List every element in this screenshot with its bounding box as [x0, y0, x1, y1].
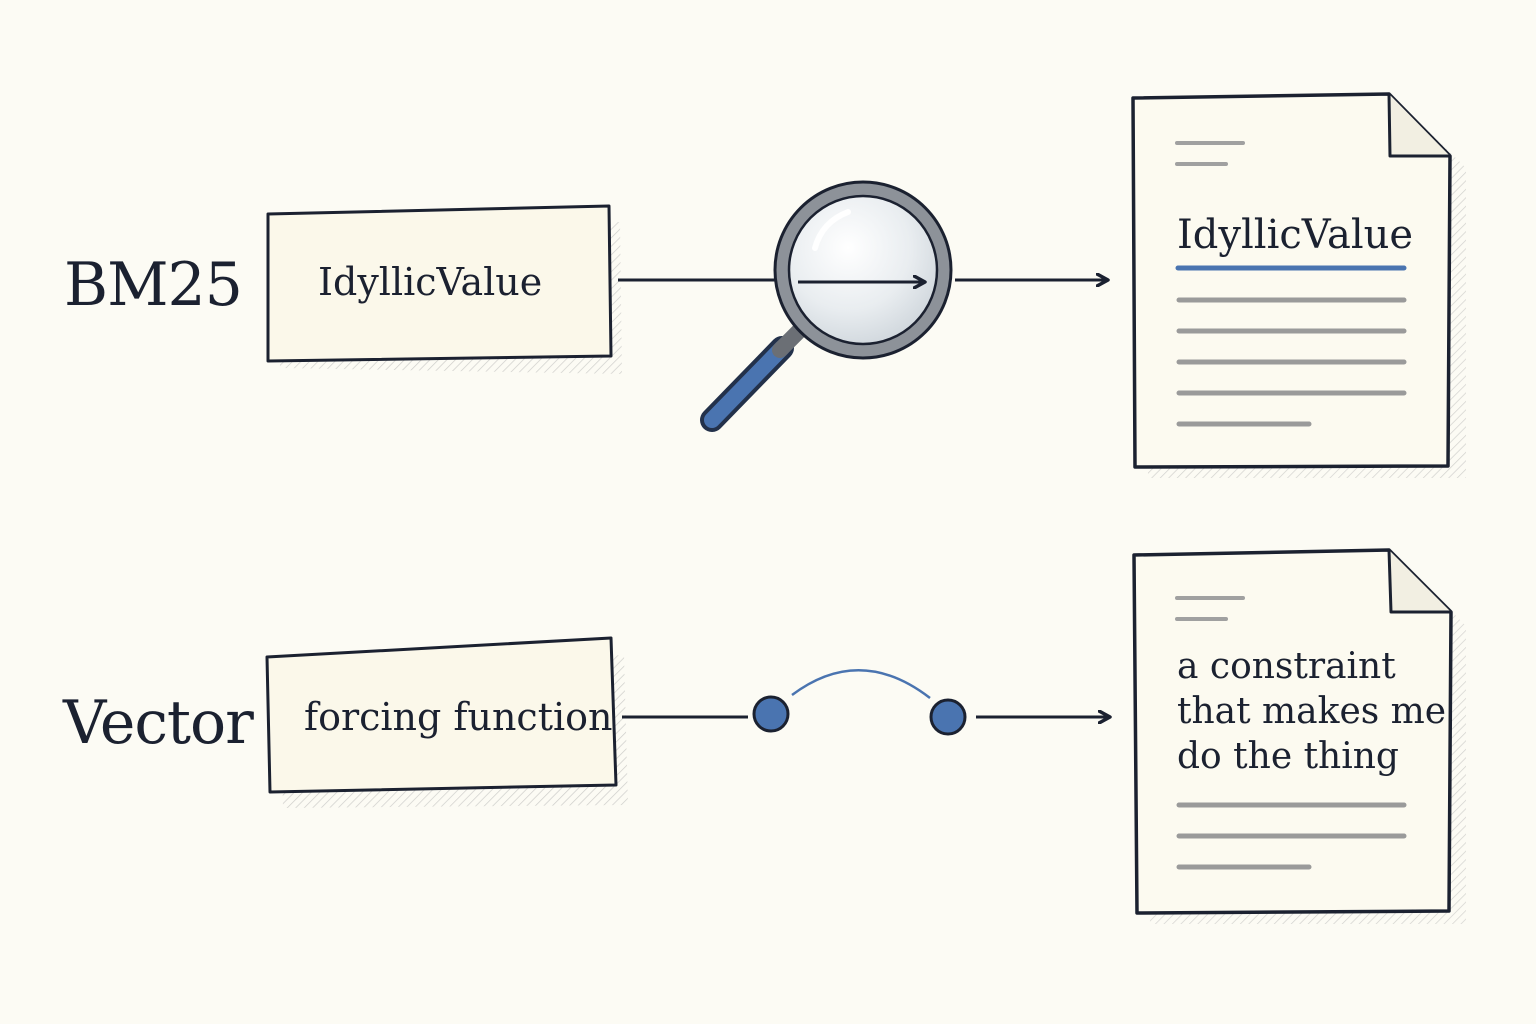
- vector-query-box: [265, 636, 628, 808]
- vector-query-text: forcing function: [304, 695, 613, 739]
- bm25-query-text: IdyllicValue: [318, 260, 543, 304]
- vector-document-line: that makes me: [1177, 691, 1447, 732]
- magnifying-glass-icon: [700, 180, 953, 432]
- semantic-link-icon: [752, 669, 967, 736]
- bm25-document-match-term: IdyllicValue: [1177, 212, 1414, 258]
- vector-document-line: do the thing: [1177, 736, 1399, 777]
- bm25-document: [1131, 92, 1466, 478]
- vector-document-line: a constraint: [1177, 646, 1396, 687]
- vector-row-label: Vector: [63, 688, 254, 758]
- bm25-row-label: BM25: [64, 250, 243, 320]
- vector-document: [1132, 548, 1466, 924]
- vector-document-text: a constraint that makes me do the thing: [1177, 644, 1446, 779]
- bm25-query-box: [266, 204, 622, 374]
